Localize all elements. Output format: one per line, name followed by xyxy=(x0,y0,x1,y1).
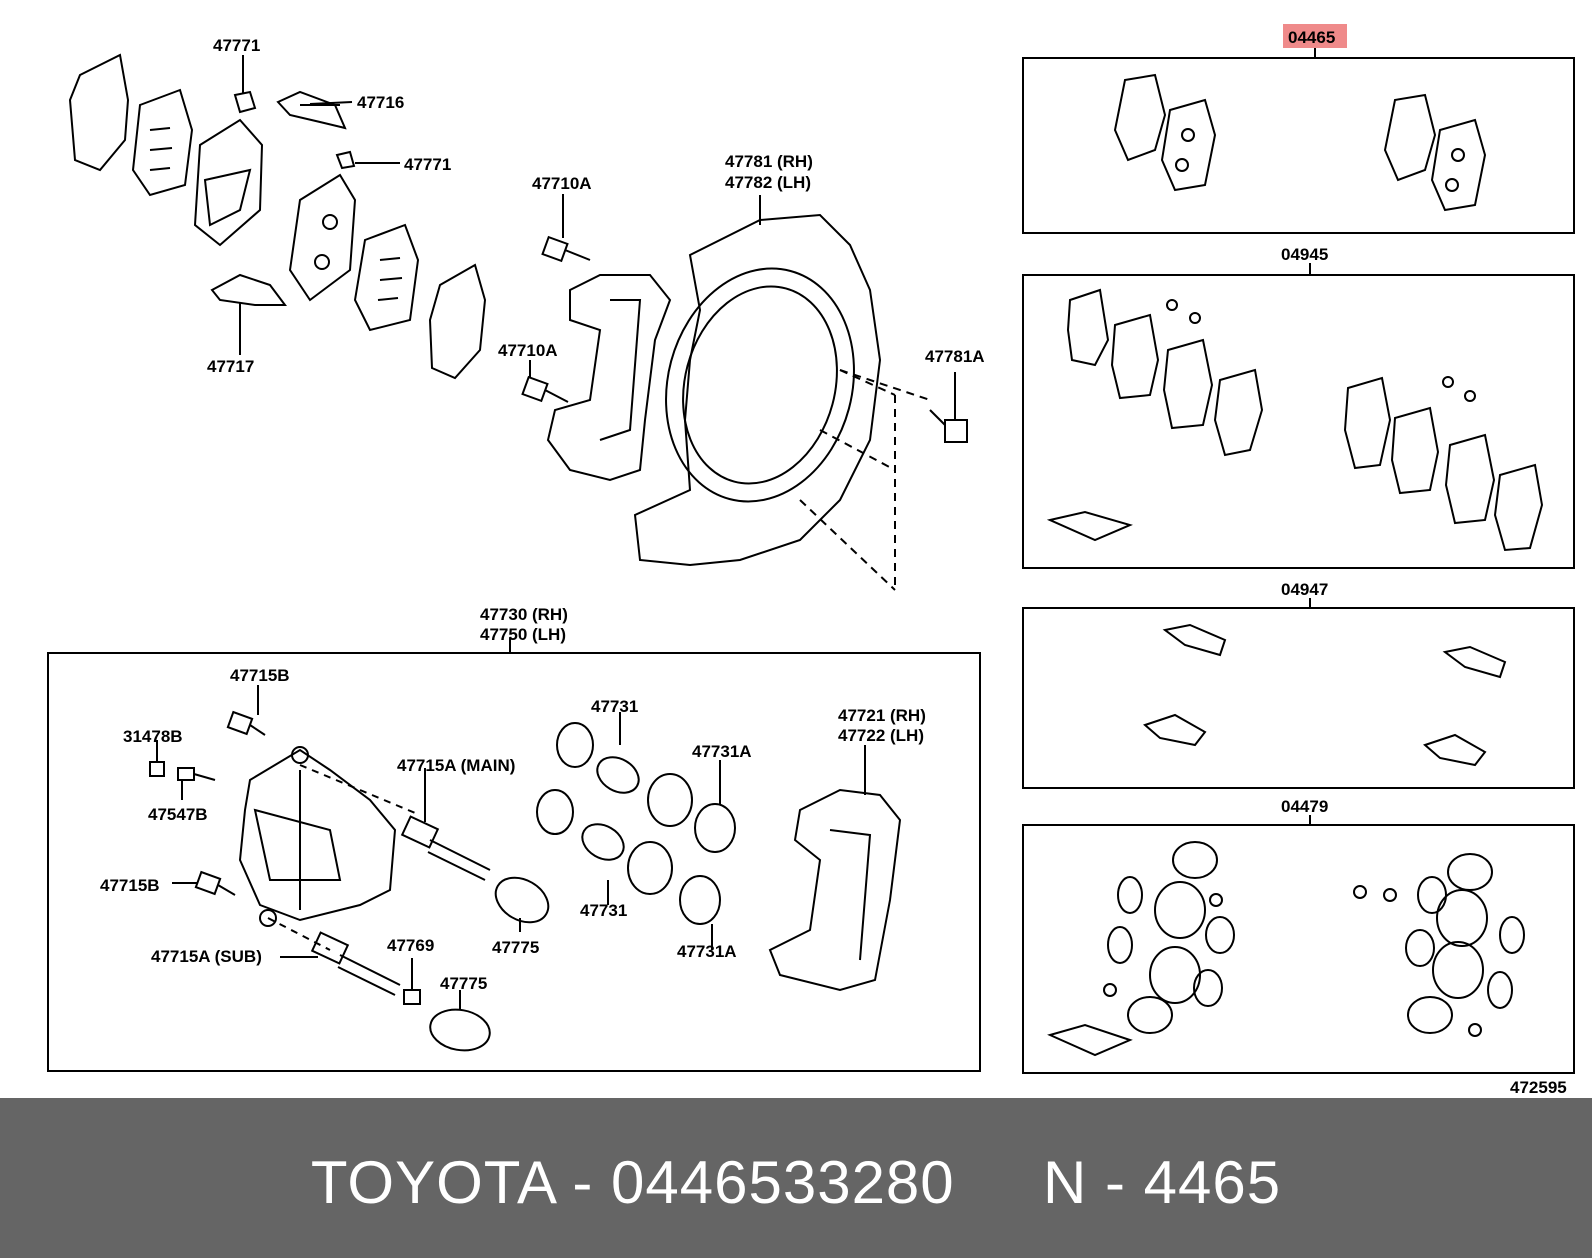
kit-04945-box xyxy=(1022,274,1575,569)
boot-47775-a xyxy=(494,876,550,932)
label-47717: 47717 xyxy=(207,357,254,376)
label-47775-a: 47775 xyxy=(492,938,539,957)
caliper-body xyxy=(238,746,397,927)
dust-shield xyxy=(633,195,882,567)
label-47775-b: 47775 xyxy=(440,974,487,993)
label-47769: 47769 xyxy=(387,936,434,955)
label-47731A-low: 47731A xyxy=(677,942,737,961)
label-kit-04465: 04465 xyxy=(1288,28,1335,47)
label-47731-top: 47731 xyxy=(591,697,638,716)
guide-pin-sub xyxy=(280,931,401,996)
pad-shim-1 xyxy=(68,53,130,172)
footer-banner: TOYOTA - 0446533280 N - 4465 xyxy=(0,1098,1592,1258)
label-47547B: 47547B xyxy=(148,805,208,824)
parts-diagram: 47771 47716 47771 47717 47710A 47710A 47… xyxy=(47,24,1575,1097)
bolt-47710A-mid xyxy=(521,360,569,403)
brake-pad-2 xyxy=(288,173,357,302)
label-47715A-sub: 47715A (SUB) xyxy=(151,947,262,966)
reference-number: 472595 xyxy=(1510,1078,1567,1097)
boot-47775-b xyxy=(429,990,491,1052)
pad-shim-2 xyxy=(131,88,194,197)
piston-seals xyxy=(536,712,736,950)
bleeder-47547B xyxy=(177,767,216,800)
label-47715B-top: 47715B xyxy=(230,666,290,685)
label-47750-lh: 47750 (LH) xyxy=(480,625,566,644)
kit-04479-box xyxy=(1022,824,1575,1074)
bolt-47715B-top xyxy=(226,685,266,736)
pad-shim-4 xyxy=(428,263,487,380)
label-47715A-main: 47715A (MAIN) xyxy=(397,756,515,775)
label-47721-rh: 47721 (RH) xyxy=(838,706,926,725)
bolt-47715B-low xyxy=(172,870,236,896)
kit-04465-highlight xyxy=(1283,24,1347,48)
label-47771-top: 47771 xyxy=(213,36,260,55)
label-47731A-top: 47731A xyxy=(692,742,752,761)
kit-04947-clips xyxy=(1143,623,1507,767)
caliper-bracket-47721 xyxy=(768,745,902,992)
label-kit-04479: 04479 xyxy=(1281,797,1328,816)
pad-clip-top xyxy=(276,90,347,130)
label-47715B-low: 47715B xyxy=(100,876,160,895)
caliper-assembly-box xyxy=(47,652,981,1072)
label-47710A-mid: 47710A xyxy=(498,341,558,360)
label-47731-mid: 47731 xyxy=(580,901,627,920)
kit-04945-parts xyxy=(1046,288,1544,552)
label-47781-rh: 47781 (RH) xyxy=(725,152,813,171)
label-47771-mid: 47771 xyxy=(404,155,451,174)
bolt-47710A-top xyxy=(541,194,591,263)
part-number-caption: TOYOTA - 0446533280 N - 4465 xyxy=(310,1149,1282,1216)
brake-pad-1 xyxy=(193,118,264,247)
kit-04479-parts xyxy=(1047,841,1525,1057)
torque-plate-upper xyxy=(546,274,672,482)
label-47782-lh: 47782 (LH) xyxy=(725,173,811,192)
small-clip-47771 xyxy=(233,55,400,170)
label-47722-lh: 47722 (LH) xyxy=(838,726,924,745)
label-31478B: 31478B xyxy=(123,727,183,746)
kit-04947-box xyxy=(1022,607,1575,789)
pad-shim-3 xyxy=(353,223,420,332)
sleeve-47769 xyxy=(403,958,421,1005)
bleeder-31478B xyxy=(149,740,165,777)
label-47716: 47716 xyxy=(357,93,404,112)
label-47781A: 47781A xyxy=(925,347,985,366)
bolt-47781A xyxy=(929,372,968,443)
label-kit-04947: 04947 xyxy=(1281,580,1328,599)
kit-04465-box xyxy=(1022,57,1575,234)
label-kit-04945: 04945 xyxy=(1281,245,1328,264)
label-47710A-top: 47710A xyxy=(532,174,592,193)
label-47730-rh: 47730 (RH) xyxy=(480,605,568,624)
kit-04465-pads xyxy=(1113,73,1487,212)
guide-pin-main xyxy=(400,768,491,881)
pad-clip-bottom xyxy=(210,273,287,355)
